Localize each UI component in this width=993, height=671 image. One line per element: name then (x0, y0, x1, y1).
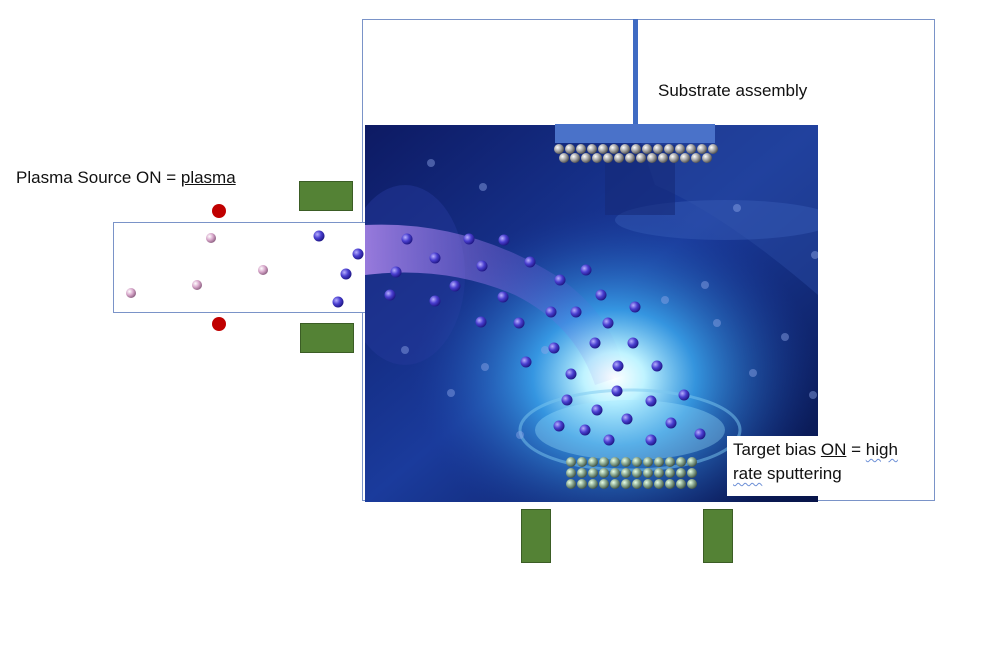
substrate-holder-plate (555, 124, 715, 143)
source-magnet-top (299, 181, 353, 211)
target-bias-text-3: sputtering (762, 464, 842, 483)
target-magnet-right (703, 509, 733, 563)
substrate-holder-rod (633, 19, 638, 125)
red-dot-icon (212, 317, 226, 331)
target-magnet-left (521, 509, 551, 563)
target-bias-text-2: = (846, 440, 866, 459)
faint-background-particles (401, 159, 818, 439)
red-dot-icon (212, 204, 226, 218)
pink-sphere-icon (206, 233, 216, 243)
blue-sphere-icon (352, 248, 364, 260)
target-bias-text-1: Target bias (733, 440, 821, 459)
pink-sphere-icon (192, 280, 202, 290)
plasma-chamber-image (365, 125, 818, 502)
target-bias-on: ON (820, 440, 847, 459)
target-bias-rate: rate (733, 464, 763, 483)
blue-sphere-icon (340, 268, 352, 280)
plasma-source-label: Plasma Source ON = plasma (16, 166, 236, 190)
blue-sphere-icon (313, 230, 325, 242)
plasma-source-prefix: Plasma Source ON = (16, 168, 181, 187)
source-magnet-bottom (300, 323, 354, 353)
sputtered-atoms (384, 233, 706, 446)
pink-sphere-icon (126, 288, 136, 298)
blue-sphere-icon (332, 296, 344, 308)
plasma-word: plasma (180, 168, 236, 187)
target-bias-high: high (865, 440, 898, 459)
target-atoms (566, 457, 697, 489)
substrate-atoms (554, 144, 718, 163)
target-bias-label: Target bias ON = high rate sputtering (727, 436, 932, 496)
substrate-assembly-label: Substrate assembly (658, 81, 808, 100)
pink-sphere-icon (258, 265, 268, 275)
